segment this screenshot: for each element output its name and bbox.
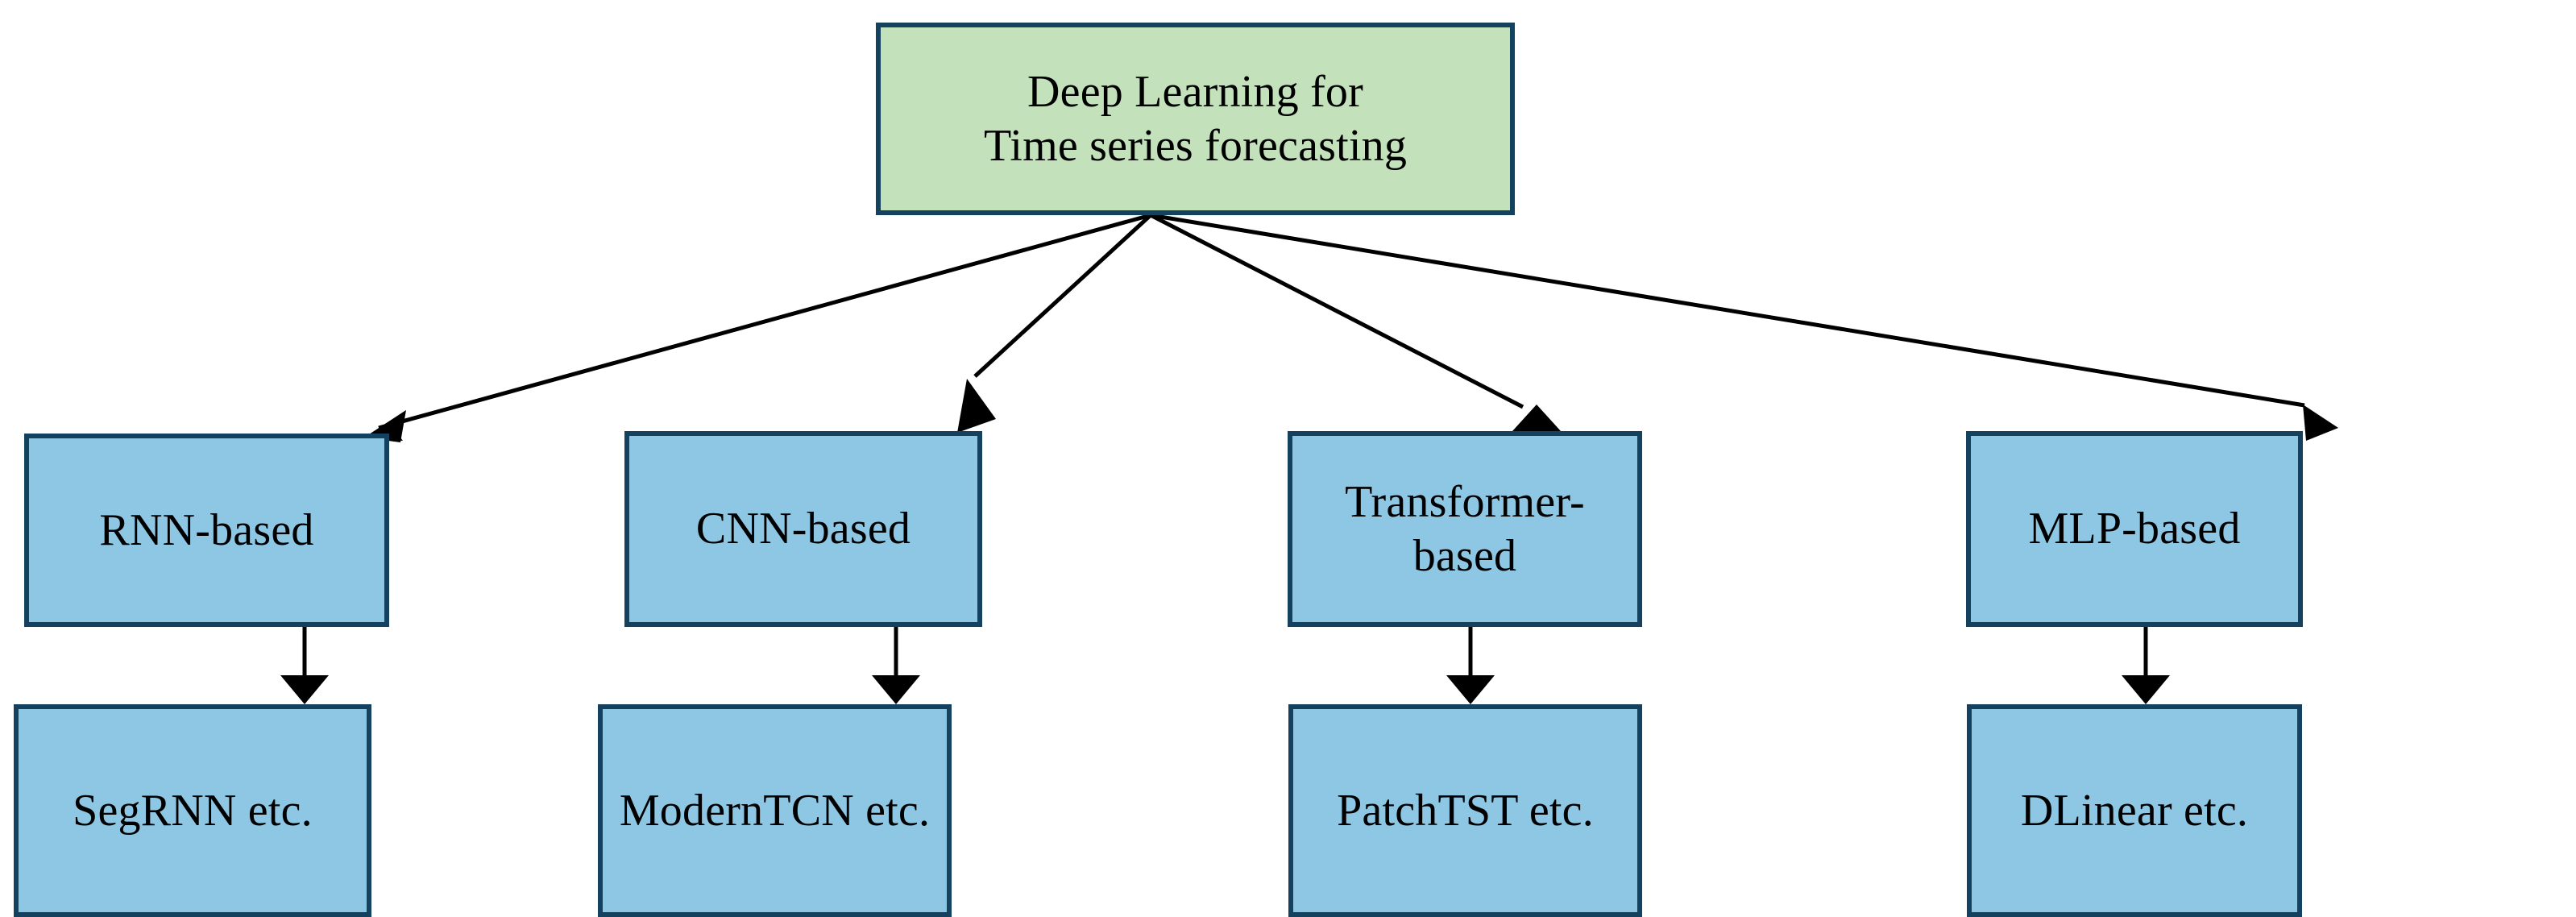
node-moderntcn-label: ModernTCN etc. <box>619 785 931 836</box>
node-cnn-based-label: CNN-based <box>695 504 911 554</box>
node-transformer-based-label: Transformer-based <box>1345 477 1585 581</box>
node-transformer-based[interactable]: Transformer-based <box>1288 431 1642 627</box>
node-mlp-based[interactable]: MLP-based <box>1966 431 2303 627</box>
node-patchtst-label: PatchTST etc. <box>1337 785 1594 836</box>
node-dlinear[interactable]: DLinear etc. <box>1967 704 2302 917</box>
node-segrnn-label: SegRNN etc. <box>73 785 313 836</box>
node-rnn-based-label: RNN-based <box>99 504 314 555</box>
node-segrnn[interactable]: SegRNN etc. <box>14 704 371 917</box>
edge-root-to-mlp <box>1150 213 2338 441</box>
edge-root-to-cnn <box>957 214 1152 433</box>
node-root-label: Deep Learning for Time series forecastin… <box>983 67 1408 171</box>
edge-rnn-to-segrnn <box>280 627 329 704</box>
edge-root-to-transformer <box>1149 213 1561 431</box>
node-root[interactable]: Deep Learning for Time series forecastin… <box>876 23 1515 215</box>
edge-transformer-to-patchtst <box>1446 627 1495 704</box>
node-moderntcn[interactable]: ModernTCN etc. <box>598 704 952 917</box>
node-dlinear-label: DLinear etc. <box>2020 785 2249 836</box>
edge-mlp-to-dlinear <box>2122 627 2170 704</box>
node-rnn-based[interactable]: RNN-based <box>24 434 389 627</box>
node-mlp-based-label: MLP-based <box>2028 504 2241 554</box>
edge-cnn-to-moderntcn <box>872 627 920 704</box>
edge-root-to-rnn <box>364 213 1151 442</box>
node-patchtst[interactable]: PatchTST etc. <box>1288 704 1642 917</box>
node-cnn-based[interactable]: CNN-based <box>624 431 982 627</box>
